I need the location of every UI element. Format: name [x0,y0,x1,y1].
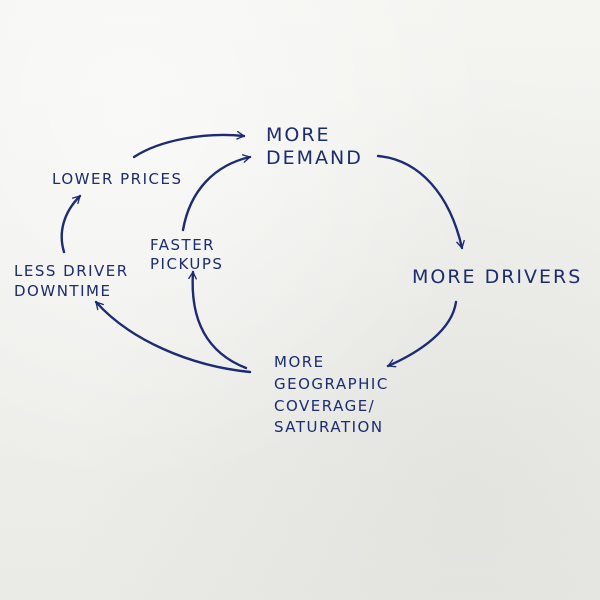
node-more-coverage-line: SATURATION [274,418,384,437]
node-lower-prices-line: LOWER PRICES [52,170,183,188]
node-more-drivers: MORE DRIVERS [412,266,582,289]
node-faster-pickups-line: FASTER [150,236,216,254]
arrow-coverage-to-pickups [188,270,248,370]
node-faster-pickups: FASTER PICKUPS [150,236,223,274]
node-more-demand-line: DEMAND [266,146,363,169]
arrow-downtime-to-prices [60,194,82,254]
arrow-prices-to-demand [132,130,246,159]
node-more-demand: MORE DEMAND [266,124,363,170]
node-faster-pickups-line: PICKUPS [150,254,224,273]
arrow-drivers-to-coverage [386,300,458,368]
arrow-coverage-to-downtime [94,300,252,374]
node-less-downtime-line: DOWNTIME [14,281,112,300]
node-more-coverage-line: MORE [274,353,325,371]
node-more-drivers-line: MORE DRIVERS [412,266,583,288]
node-more-demand-line: MORE [266,124,331,146]
arrow-pickups-to-demand [181,154,252,232]
arrow-demand-to-drivers [376,154,465,250]
node-more-coverage-line: GEOGRAPHIC [274,374,389,393]
node-more-coverage: MORE GEOGRAPHIC COVERAGE/ SATURATION [274,352,389,439]
node-more-coverage-line: COVERAGE/ [274,396,376,415]
node-less-driver-downtime: LESS DRIVER DOWNTIME [14,262,129,301]
node-less-downtime-line: LESS DRIVER [14,262,129,280]
node-lower-prices: LOWER PRICES [52,170,183,188]
